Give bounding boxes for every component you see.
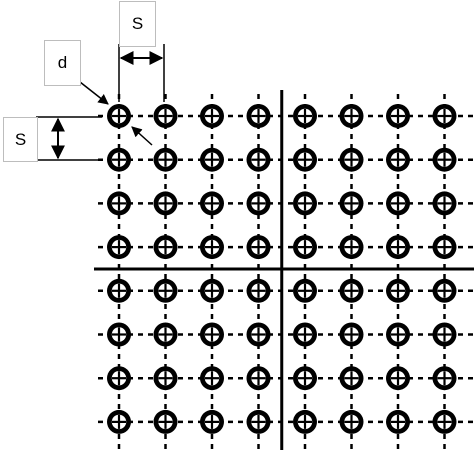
hole-node	[293, 191, 317, 216]
hole-node	[153, 147, 178, 172]
hole-node	[107, 366, 131, 391]
hole-node	[246, 409, 271, 434]
spacing-label-top: S	[119, 1, 156, 47]
spacing-dimension-horizontal	[118, 44, 165, 102]
hole-node	[386, 191, 410, 216]
hole-node	[432, 278, 457, 303]
hole-nodes	[107, 104, 457, 434]
hole-node	[246, 191, 271, 216]
hole-node	[339, 235, 364, 260]
hole-node	[200, 235, 224, 260]
hole-node	[386, 366, 410, 391]
hole-node	[386, 235, 410, 260]
hole-node	[339, 278, 364, 303]
hole-node	[153, 104, 178, 128]
hole-node	[293, 147, 317, 172]
hole-node	[107, 409, 131, 434]
hole-node	[107, 235, 131, 260]
hole-node	[293, 409, 317, 434]
spacing-label-text: S	[131, 14, 144, 33]
hole-node	[200, 147, 224, 172]
hole-node	[293, 235, 317, 260]
hole-node	[153, 191, 178, 216]
hole-node	[386, 104, 410, 128]
hole-node	[107, 147, 131, 172]
hole-node	[432, 235, 457, 260]
hole-node	[107, 322, 131, 347]
hole-node	[200, 191, 224, 216]
hole-node	[293, 322, 317, 347]
hole-node	[293, 366, 317, 391]
hole-node	[153, 409, 178, 434]
spacing-label-left: S	[3, 117, 38, 162]
hole-node	[246, 278, 271, 303]
hole-node	[200, 104, 224, 128]
hole-node	[246, 366, 271, 391]
hole-node	[107, 278, 131, 303]
hole-node	[339, 147, 364, 172]
hole-node	[293, 278, 317, 303]
hole-node	[107, 104, 131, 128]
hole-node	[246, 322, 271, 347]
hole-node	[432, 147, 457, 172]
hole-node	[432, 104, 457, 128]
hole-node	[339, 409, 364, 434]
hole-node	[200, 278, 224, 303]
hole-node	[200, 366, 224, 391]
hole-node	[246, 104, 271, 128]
hole-node	[339, 366, 364, 391]
diameter-pointers	[79, 81, 153, 146]
hole-node	[246, 235, 271, 260]
hole-node	[432, 191, 457, 216]
hole-node	[153, 278, 178, 303]
hole-node	[153, 366, 178, 391]
hole-node	[386, 147, 410, 172]
center-axis-lines	[94, 90, 474, 450]
diameter-label-text: d	[57, 53, 68, 72]
hole-node	[432, 322, 457, 347]
hole-node	[339, 322, 364, 347]
hole-node	[293, 104, 317, 128]
hole-node	[246, 147, 271, 172]
hole-node	[432, 366, 457, 391]
hole-node	[386, 278, 410, 303]
spacing-dimension-vertical	[36, 116, 102, 161]
hole-node	[107, 191, 131, 216]
diameter-label: d	[44, 40, 81, 86]
spacing-label-text: S	[14, 129, 27, 149]
hole-node	[339, 191, 364, 216]
dashed-grid-lines	[98, 94, 474, 450]
hole-node	[200, 322, 224, 347]
hole-node	[339, 104, 364, 128]
hole-node	[432, 409, 457, 434]
hole-node	[200, 409, 224, 434]
hole-node	[386, 322, 410, 347]
hole-node	[153, 322, 178, 347]
hole-node	[153, 235, 178, 260]
hole-node	[386, 409, 410, 434]
